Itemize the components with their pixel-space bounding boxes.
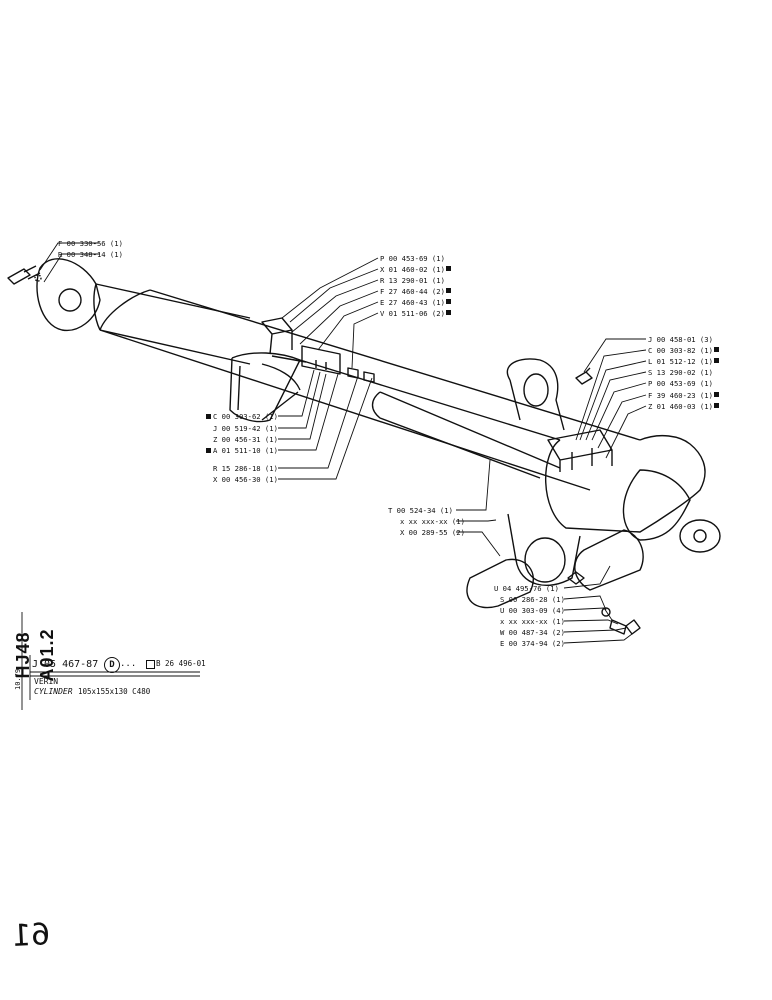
part-label: C 00 303-82 (1) [648,346,713,355]
head-block [547,429,613,472]
eye-bolt [7,265,41,285]
part-label: E 00 374-94 (2) [500,639,565,648]
labels-bottom-center: T 00 524-34 (1) x xx xxx-xx (1) X 00 289… [388,506,465,537]
part-label: Z 01 460-03 (1) [648,402,713,411]
part-label: W 00 487-34 (2) [500,628,565,637]
spec: 105x155x130 C480 [78,687,151,696]
page-number: 61 [11,917,52,954]
part-number: J 05 467-87 [32,659,99,670]
labels-center: P 00 453-69 (1) X 01 460-02 (1) R 13 290… [380,254,451,318]
part-label: X 01 460-02 (1) [380,265,445,274]
bush-right [574,529,644,591]
part-label: L 01 512-12 (1) [648,357,713,366]
seal-block-mid [301,345,341,375]
part-label: A 01 511-10 (1) [213,446,278,455]
part-label: E 27 460-43 (1) [380,298,445,307]
gland-cap [679,519,721,553]
ref-number: B 26 496-01 [156,659,206,668]
barrel-tube [99,289,641,491]
labels-left-mid: C 00 303-62 (1) J 00 519-42 (1) Z 00 456… [206,412,278,484]
part-label: F 00 330-56 (1) [58,239,123,248]
part-label: Z 00 456-31 (1) [213,435,278,444]
washer [34,274,42,282]
part-label: F 39 460-23 (1) [648,391,713,400]
name-fr: VERIN [34,677,59,686]
rod-eye-hole [58,288,82,312]
date-code: 10.79 [14,668,22,690]
part-label: V 01 511-06 (2) [380,309,445,318]
grease-nipple [575,367,593,385]
new-part-marker [714,403,719,408]
part-label: R 00 348-14 (1) [58,250,123,259]
trunnion-bottom-bore [524,537,566,583]
part-label: P 00 453-69 (1) [380,254,445,263]
ball [601,607,611,617]
part-label: J 00 458-01 (3) [648,335,713,344]
cutaway-inner [237,363,301,421]
new-part-marker [446,310,451,315]
labels-right: J 00 458-01 (3) C 00 303-82 (1) L 01 512… [648,335,719,411]
part-label: S 00 286-28 (1) [500,595,565,604]
gland-cap-hole [693,529,707,543]
part-label: R 13 290-01 (1) [380,276,445,285]
part-label: R 15 286-18 (1) [213,464,278,473]
nut-fitting [567,571,585,585]
new-part-marker [714,392,719,397]
part-label: U 04 495-76 (1) [494,584,559,593]
part-label: F 27 460-44 (2) [380,287,445,296]
gland-face [622,469,691,541]
trunnion-bottom [507,513,581,586]
inner-rod [299,359,561,479]
labels-bottom-right: U 04 495-76 (1) S 00 286-28 (1) U 00 303… [494,584,565,648]
new-part-marker [446,299,451,304]
variant-suffix: ... [120,659,137,669]
part-label: P 00 453-69 (1) [648,379,713,388]
ref-checkbox [146,660,155,669]
part-label: C 00 303-62 (1) [213,412,278,421]
part-label: X 00 456-30 (1) [213,475,278,484]
new-part-marker [206,448,211,453]
name-en: CYLINDER [34,687,73,696]
part-label: X 00 289-55 (2) [400,528,465,537]
screw [609,619,641,635]
new-part-marker [714,347,719,352]
new-part-marker [714,358,719,363]
seal-block-left [261,317,307,363]
new-part-marker [446,266,451,271]
bush-left [466,558,535,609]
part-label: S 13 290-02 (1) [648,368,713,377]
cylinder-drawing [7,258,721,635]
gland-head [544,434,706,533]
cutaway-section [229,352,301,423]
new-part-marker [206,414,211,419]
variant-symbol: D [104,657,120,673]
part-label: x xx xxx-xx (1) [500,617,565,626]
trunnion-top [506,358,565,431]
part-label: U 00 303-09 (4) [500,606,565,615]
rod-eye [36,258,101,332]
part-label: x xx xxx-xx (1) [400,517,465,526]
part-label: T 00 524-34 (1) [388,506,453,515]
trunnion-bore [523,373,549,407]
new-part-marker [446,288,451,293]
seal-bars [347,367,375,383]
part-label: J 00 519-42 (1) [213,424,278,433]
leader-lines [39,242,647,644]
labels-left-top: F 00 330-56 (1) R 00 348-14 (1) [58,239,123,259]
